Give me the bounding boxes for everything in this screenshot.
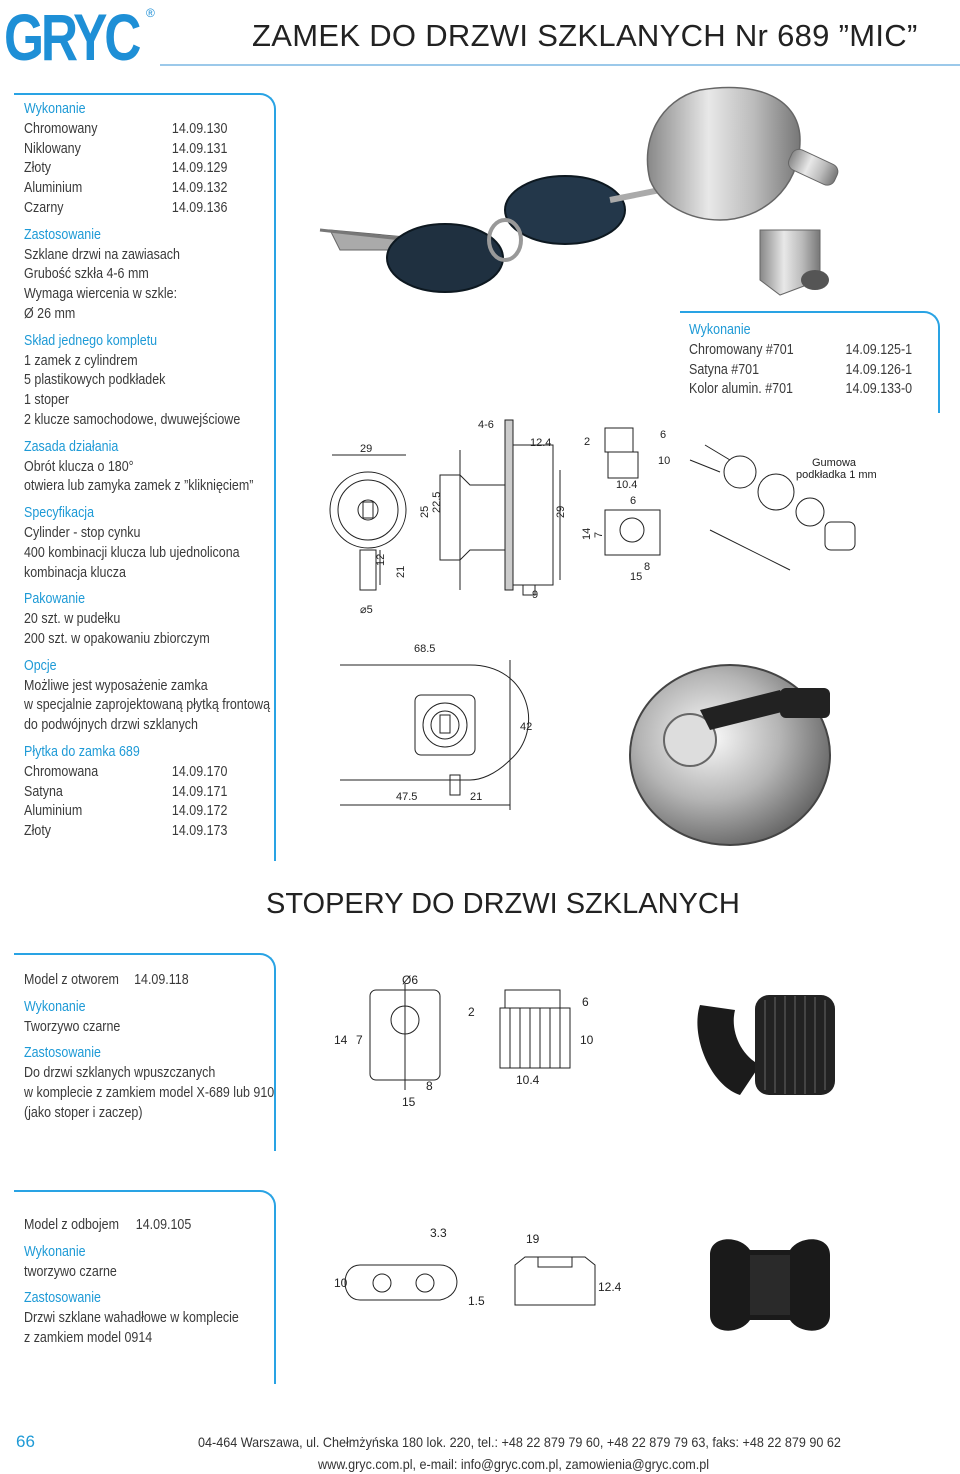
zasada-heading: Zasada działania xyxy=(24,438,119,455)
page-title: ZAMEK DO DRZWI SZKLANYCH Nr 689 ”MIC” xyxy=(252,18,918,53)
dim-3-3: 3.3 xyxy=(430,1226,447,1240)
stoper2-technical-drawing: 3.3 10 1.5 19 12.4 xyxy=(334,1226,622,1308)
zastosowanie-heading: Zastosowanie xyxy=(24,226,101,243)
sklad-section: Skład jednego kompletu 1 zamek z cylindr… xyxy=(24,332,270,431)
dim-12-4: 12.4 xyxy=(530,437,551,449)
opcje-section: Opcje Możliwe jest wyposażenie zamka w s… xyxy=(24,657,271,734)
dim-10: 10 xyxy=(580,1033,594,1047)
dim-9: 9 xyxy=(532,589,538,601)
dim-22-5: 22.5 xyxy=(431,492,443,513)
zasada-section: Zasada działania Obrót klucza o 180° otw… xyxy=(24,438,270,497)
dim-6: 6 xyxy=(582,995,589,1009)
gumowa-label-1: Gumowa xyxy=(812,457,857,469)
section-title-stoppers: STOPERY DO DRZWI SZKLANYCH xyxy=(266,888,740,920)
dim-7: 7 xyxy=(593,532,605,538)
stoper2-box-frame xyxy=(14,1190,276,1384)
dim-2: 2 xyxy=(584,436,590,448)
dim-1-5: 1.5 xyxy=(468,1294,485,1308)
logo-text: GRYC xyxy=(4,0,141,74)
stoper1-box-frame xyxy=(14,953,276,1151)
dim-4-6: 4-6 xyxy=(478,419,494,431)
dim-21: 21 xyxy=(395,566,407,578)
stoper2-wykonanie-heading: Wykonanie xyxy=(24,1243,86,1260)
gryc-logo: GRYC ® xyxy=(4,0,155,74)
dim-2: 2 xyxy=(468,1005,475,1019)
dim-15: 15 xyxy=(630,571,642,583)
dim-14: 14 xyxy=(581,528,593,540)
plytka-heading: Płytka do zamka 689 xyxy=(24,743,140,760)
specyfikacja-section: Specyfikacja Cylinder - stop cynku 400 k… xyxy=(24,504,270,583)
dim-25: 25 xyxy=(419,506,431,518)
dim-8: 8 xyxy=(644,561,650,573)
stoper2-photo xyxy=(710,1239,830,1331)
opcje-heading: Opcje xyxy=(24,657,57,674)
stoper1-photo xyxy=(697,995,835,1095)
stoper1-wykonanie-heading: Wykonanie xyxy=(24,998,86,1015)
title-divider xyxy=(160,64,960,66)
specyfikacja-heading: Specyfikacja xyxy=(24,505,95,522)
footer-contacts: www.gryc.com.pl, e-mail: info@gryc.com.p… xyxy=(318,1456,710,1472)
dim-29-side: 29 xyxy=(555,506,567,518)
footer-address: 04-464 Warszawa, ul. Chełmżyńska 180 lok… xyxy=(198,1434,841,1450)
stoper2-zastosowanie-heading: Zastosowanie xyxy=(24,1290,101,1307)
dim-5: ⌀5 xyxy=(360,604,373,616)
chrome-plate-photo xyxy=(629,664,831,846)
logo-registered-mark: ® xyxy=(146,6,155,20)
pakowanie-heading: Pakowanie xyxy=(24,591,86,608)
dim-12-4: 12.4 xyxy=(598,1280,622,1294)
dim-10-4: 10.4 xyxy=(616,479,637,491)
dim-68-5: 68.5 xyxy=(414,643,435,655)
gumowa-label-2: podkładka 1 mm xyxy=(796,469,877,481)
dim-19: 19 xyxy=(526,1232,540,1246)
pakowanie-section: Pakowanie 20 szt. w pudełku 200 szt. w o… xyxy=(24,590,270,649)
sklad-heading: Skład jednego kompletu xyxy=(24,332,158,349)
dim-10-4: 10.4 xyxy=(516,1073,540,1087)
dim-phi6: Ø6 xyxy=(402,973,418,987)
main-box-frame xyxy=(14,93,276,861)
dim-6: 6 xyxy=(660,429,666,441)
dim-10: 10 xyxy=(658,455,670,467)
stoper1-zastosowanie-heading: Zastosowanie xyxy=(24,1045,101,1062)
dim-42: 42 xyxy=(520,721,532,733)
page-number: 66 xyxy=(16,1432,35,1451)
stoper1-technical-drawing: Ø6 14 7 8 15 2 6 10 10.4 xyxy=(334,973,594,1109)
side-wykonanie-heading: Wykonanie xyxy=(689,322,751,338)
dim-6b: 6 xyxy=(630,495,636,507)
dim-15: 15 xyxy=(402,1095,416,1109)
wykonanie-heading: Wykonanie xyxy=(24,101,86,117)
zastosowanie-section: Zastosowanie Szklane drzwi na zawiasach … xyxy=(24,226,270,325)
dim-47-5: 47.5 xyxy=(396,791,417,803)
dim-8: 8 xyxy=(426,1079,433,1093)
dim-14: 14 xyxy=(334,1033,348,1047)
dim-7: 7 xyxy=(356,1033,363,1047)
dim-10: 10 xyxy=(334,1276,348,1290)
dim-12: 12 xyxy=(375,554,387,566)
lock-keys-photo xyxy=(319,86,839,296)
dim-29: 29 xyxy=(360,443,372,455)
dim-21b: 21 xyxy=(470,791,482,803)
side-box-frame xyxy=(680,311,940,413)
lock-technical-drawing: 29 4-6 12.4 2 6 10 10.4 25 22.5 29 12 21… xyxy=(329,419,877,810)
